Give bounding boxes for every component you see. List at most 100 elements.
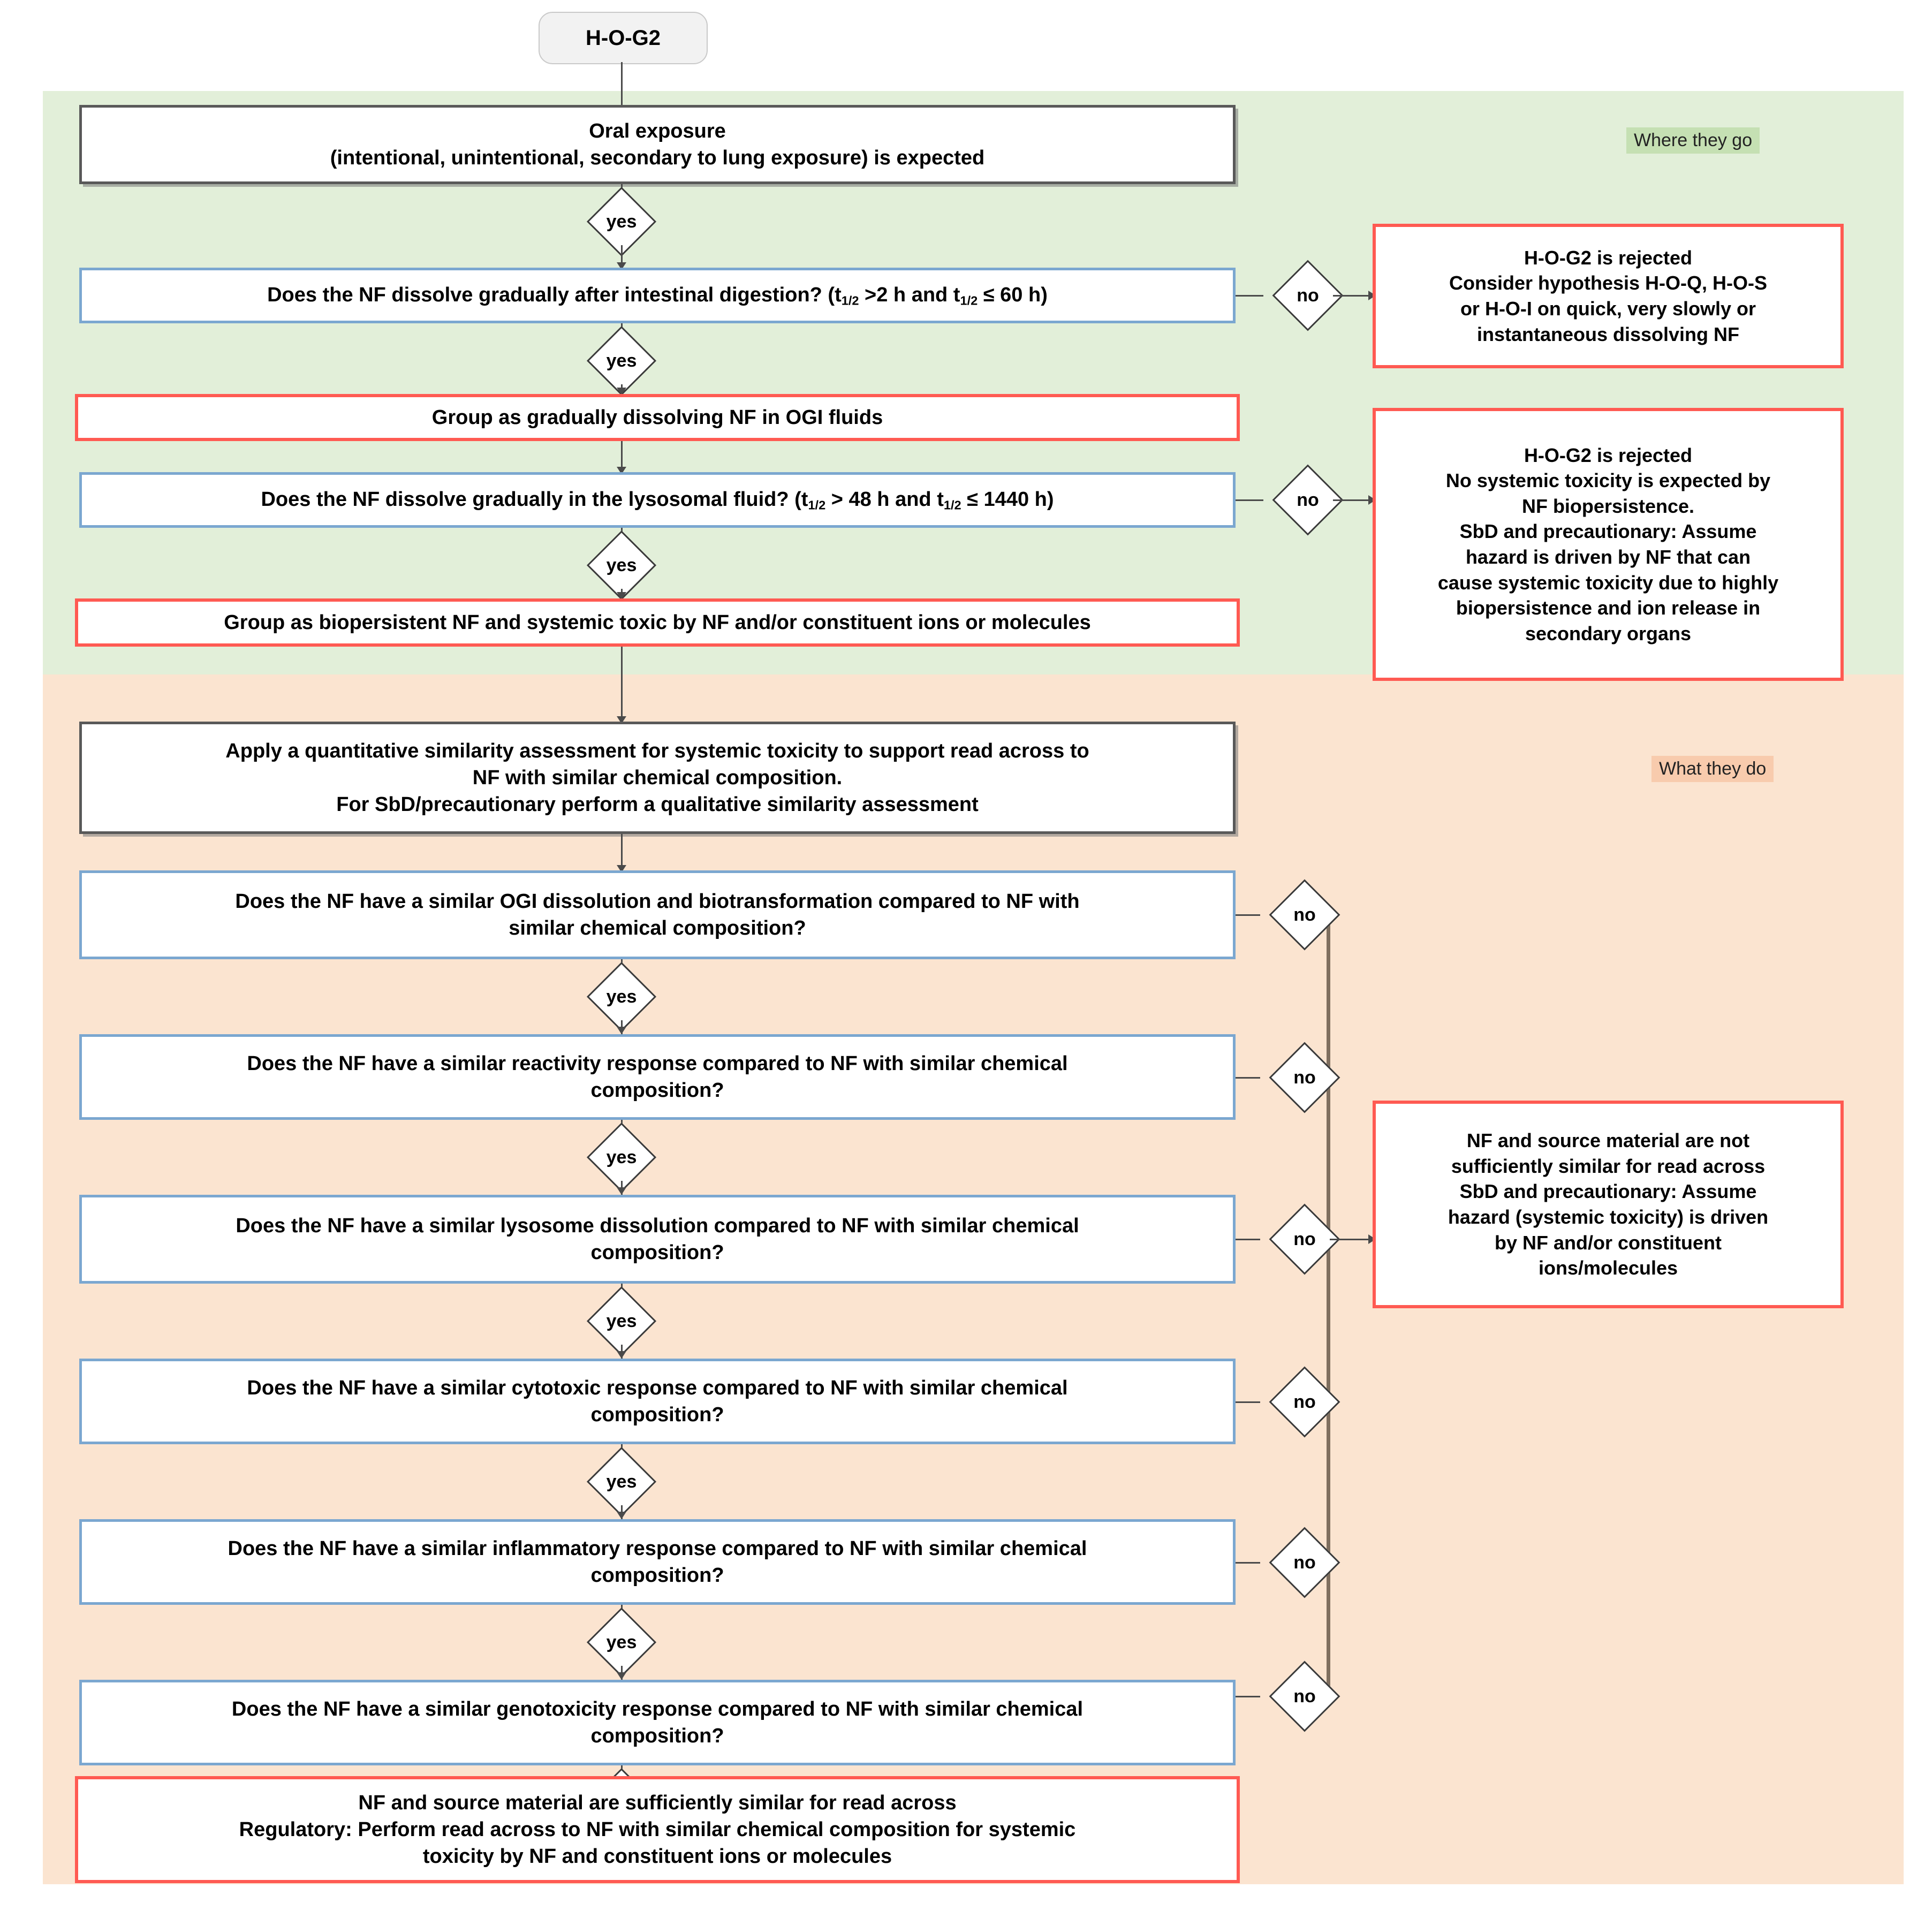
node-oral-exposure[interactable]: Oral exposure (intentional, unintentiona… [79, 105, 1236, 184]
connector-start-to-oral [621, 62, 623, 106]
q-lysosomal-sub1: 1/2 [808, 498, 826, 512]
decision-no-8[interactable]: no [1260, 1660, 1349, 1732]
decision-yes-5[interactable]: yes [577, 1122, 666, 1193]
decision-no-1-label: no [1297, 285, 1319, 306]
outcome-line3: toxicity by NF and constituent ions or m… [422, 1845, 892, 1868]
oral-exposure-line2: (intentional, unintentional, secondary t… [330, 147, 985, 169]
connector-no1-left [1236, 295, 1263, 297]
decision-yes-4[interactable]: yes [577, 961, 666, 1032]
connector-bus-to-notsimilar [1330, 1239, 1373, 1240]
arrowhead [617, 388, 626, 395]
decision-no-7[interactable]: no [1260, 1527, 1349, 1598]
connector-group2-to-apply [621, 647, 623, 722]
connector-apply-to-q3 [621, 834, 623, 870]
node-question-lysosome-dissolution[interactable]: Does the NF have a similar lysosome diss… [79, 1195, 1236, 1284]
node-outcome-sufficiently-similar[interactable]: NF and source material are sufficiently … [75, 1776, 1240, 1883]
node-reject-no-systemic-toxicity[interactable]: H-O-G2 is rejected No systemic toxicity … [1373, 408, 1844, 681]
decision-no-3-label: no [1293, 904, 1316, 925]
decision-yes-7-label: yes [606, 1471, 637, 1492]
arrowhead [617, 1027, 626, 1034]
decision-no-2-label: no [1297, 489, 1319, 510]
band-label-where-they-go: Where they go [1626, 127, 1760, 154]
q-intestinal-sub1: 1/2 [841, 293, 859, 308]
connector-no6-left [1236, 1401, 1260, 1403]
decision-yes-1[interactable]: yes [577, 186, 666, 257]
decision-yes-3[interactable]: yes [577, 530, 666, 601]
node-question-intestinal-digestion[interactable]: Does the NF dissolve gradually after int… [79, 268, 1236, 323]
decision-no-8-label: no [1293, 1686, 1316, 1707]
outcome-line1: NF and source material are sufficiently … [358, 1791, 957, 1814]
node-question-lysosomal-fluid[interactable]: Does the NF dissolve gradually in the ly… [79, 472, 1236, 528]
decision-no-2[interactable]: no [1263, 464, 1352, 536]
decision-yes-2[interactable]: yes [577, 325, 666, 396]
q-infl-line2: composition? [590, 1564, 724, 1587]
reject-nosys-line5: hazard is driven by NF that can [1465, 546, 1751, 568]
q-intestinal-sub2: 1/2 [960, 293, 978, 308]
connector-yes1-down [621, 245, 623, 267]
oral-exposure-line1: Oral exposure [589, 119, 726, 142]
q-intestinal-pre: Does the NF dissolve gradually after int… [267, 284, 842, 307]
node-reject-consider-other-hypotheses[interactable]: H-O-G2 is rejected Consider hypothesis H… [1373, 224, 1844, 368]
group-ogi-line1: Group as gradually dissolving NF in OGI … [431, 406, 883, 429]
q-geno-line1: Does the NF have a similar genotoxicity … [231, 1697, 1084, 1720]
node-question-genotoxicity-response[interactable]: Does the NF have a similar genotoxicity … [79, 1680, 1236, 1765]
node-question-cytotoxic-response[interactable]: Does the NF have a similar cytotoxic res… [79, 1359, 1236, 1444]
decision-yes-7[interactable]: yes [577, 1446, 666, 1517]
decision-no-4[interactable]: no [1260, 1042, 1349, 1113]
reject-nosys-line1: H-O-G2 is rejected [1524, 444, 1693, 466]
notsim-line6: ions/molecules [1538, 1257, 1678, 1279]
connector-no-bus [1327, 905, 1330, 1699]
q-lyso-line1: Does the NF have a similar lysosome diss… [236, 1214, 1079, 1237]
q-lyso-line2: composition? [590, 1241, 724, 1264]
arrowhead [617, 1351, 626, 1359]
reject-quick-line1: H-O-G2 is rejected [1524, 246, 1693, 269]
reject-quick-line3: or H-O-I on quick, very slowly or [1460, 298, 1756, 320]
decision-no-5[interactable]: no [1260, 1203, 1349, 1275]
arrowhead [617, 1512, 626, 1519]
start-node-h-o-g2[interactable]: H-O-G2 [539, 12, 708, 64]
q-lysosomal-sub2: 1/2 [943, 498, 961, 512]
q-lysosomal-pre: Does the NF dissolve gradually in the ly… [261, 488, 808, 511]
q-lysosomal-mid: > 48 h and t [825, 488, 944, 511]
node-question-ogi-dissolution[interactable]: Does the NF have a similar OGI dissoluti… [79, 870, 1236, 959]
decision-no-1[interactable]: no [1263, 260, 1352, 331]
connector-no1-right [1333, 295, 1373, 297]
decision-yes-6[interactable]: yes [577, 1286, 666, 1356]
q-geno-line2: composition? [590, 1725, 724, 1747]
q-ogi-line2: similar chemical composition? [509, 917, 806, 939]
reject-quick-line2: Consider hypothesis H-O-Q, H-O-S [1449, 272, 1768, 294]
node-outcome-not-sufficiently-similar[interactable]: NF and source material are not sufficien… [1373, 1101, 1844, 1308]
connector-no2-right [1333, 499, 1373, 501]
decision-no-6[interactable]: no [1260, 1366, 1349, 1438]
q-react-line2: composition? [590, 1079, 724, 1102]
q-cyto-line2: composition? [590, 1404, 724, 1426]
decision-yes-4-label: yes [606, 986, 637, 1007]
decision-no-7-label: no [1293, 1552, 1316, 1573]
reject-nosys-line2: No systemic toxicity is expected by [1445, 469, 1771, 492]
reject-quick-line4: instantaneous dissolving NF [1476, 323, 1740, 345]
node-question-inflammatory-response[interactable]: Does the NF have a similar inflammatory … [79, 1519, 1236, 1605]
node-group-biopersistent-systemic-toxic[interactable]: Group as biopersistent NF and systemic t… [75, 598, 1240, 647]
decision-no-3[interactable]: no [1260, 879, 1349, 951]
decision-no-5-label: no [1293, 1228, 1316, 1249]
notsim-line1: NF and source material are not [1466, 1129, 1750, 1152]
q-intestinal-post: ≤ 60 h) [978, 284, 1048, 307]
decision-yes-3-label: yes [606, 555, 637, 575]
node-group-gradually-dissolving-ogi[interactable]: Group as gradually dissolving NF in OGI … [75, 394, 1240, 441]
start-node-label: H-O-G2 [586, 26, 661, 50]
connector-group-to-q2 [621, 441, 623, 472]
decision-yes-2-label: yes [606, 350, 637, 371]
node-question-reactivity[interactable]: Does the NF have a similar reactivity re… [79, 1034, 1236, 1120]
notsim-line2: sufficiently similar for read across [1451, 1155, 1766, 1177]
connector-no4-left [1236, 1077, 1260, 1079]
apply-line3: For SbD/precautionary perform a qualitat… [336, 793, 979, 816]
arrowhead [617, 592, 626, 600]
arrowhead [617, 1672, 626, 1680]
apply-line2: NF with similar chemical composition. [472, 766, 843, 789]
reject-nosys-line8: secondary organs [1525, 622, 1692, 644]
node-apply-similarity-assessment[interactable]: Apply a quantitative similarity assessme… [79, 722, 1236, 834]
reject-nosys-line7: biopersistence and ion release in [1456, 597, 1761, 619]
question-intestinal-text: Does the NF dissolve gradually after int… [90, 282, 1224, 309]
decision-yes-8[interactable]: yes [577, 1607, 666, 1678]
